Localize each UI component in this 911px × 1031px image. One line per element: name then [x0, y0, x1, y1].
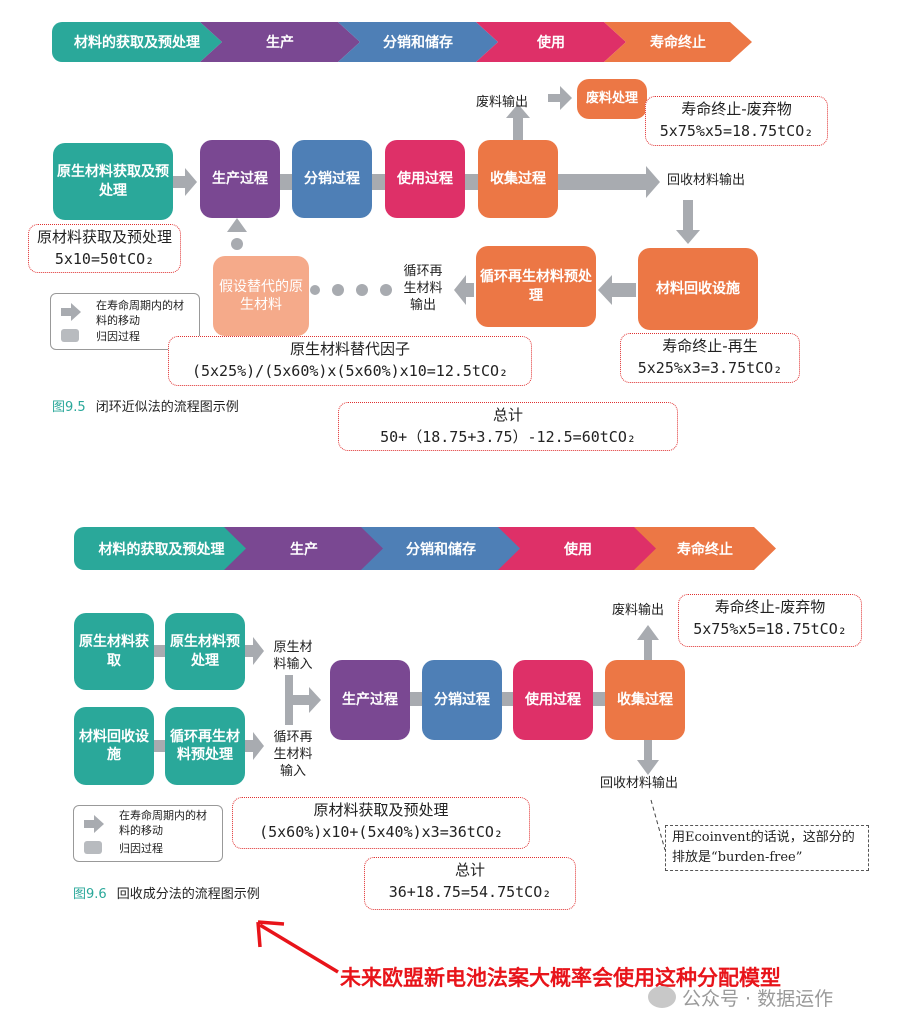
dot — [332, 284, 344, 296]
stage-distribution: 分销和储存 — [338, 22, 498, 62]
calc-title: 寿命终止-废弃物 — [714, 598, 826, 616]
figure-caption: 图9.5 闭环近似法的流程图示例 — [52, 396, 239, 415]
calc-title: 原材料获取及预处理 — [36, 228, 172, 246]
dot — [356, 284, 368, 296]
stage-production: 生产 — [224, 527, 384, 570]
arrow-recycled-output — [558, 166, 660, 198]
arrow-facility-to-preprocess — [598, 275, 636, 305]
distribution-box: 分销过程 — [292, 140, 372, 218]
dot — [380, 284, 392, 296]
calc-formula: 5x75%x5=18.75tCO₂ — [659, 121, 814, 140]
stage-end-of-life: 寿命终止 — [634, 527, 776, 570]
calc-title: 原材料获取及预处理 — [313, 801, 449, 819]
collection-box: 收集过程 — [605, 660, 685, 740]
calc-formula: 5x10=50tCO₂ — [54, 249, 155, 268]
calc-title: 总计 — [492, 406, 523, 424]
distribution-box: 分销过程 — [422, 660, 502, 740]
use-box: 使用过程 — [385, 140, 465, 218]
calc-eol-waste: 寿命终止-废弃物 5x75%x5=18.75tCO₂ — [678, 594, 862, 647]
waste-output-label: 废料输出 — [612, 603, 665, 618]
virgin-input-label: 原生材料输入 — [273, 640, 313, 672]
calc-total: 总计 50+（18.75+3.75）-12.5=60tCO₂ — [338, 402, 678, 451]
calc-title: 总计 — [454, 861, 485, 879]
recycled-material-output-label: 循环再生材料输出 — [403, 264, 443, 313]
virgin-preprocess-box: 原生材料预处理 — [165, 613, 245, 690]
legend-arrow-icon — [61, 303, 81, 342]
arrow-substitute-up — [227, 218, 247, 232]
calc-eol-waste: 寿命终止-废弃物 5x75%x5=18.75tCO₂ — [645, 96, 828, 146]
legend-attribution: 归因过程 — [96, 330, 140, 343]
arrow-down-to-facility — [676, 200, 700, 244]
calc-virgin: 原材料获取及预处理 (5x60%)x10+(5x40%)x3=36tCO₂ — [232, 797, 530, 849]
legend: 在寿命周期内的材料的移动 归因过程 — [73, 805, 223, 862]
calc-virgin: 原材料获取及预处理 5x10=50tCO₂ — [28, 224, 181, 273]
arrow-preprocess-left — [454, 275, 474, 305]
calc-title: 寿命终止-废弃物 — [681, 100, 792, 118]
virgin-acquisition-box: 原生材料获取 — [74, 613, 154, 690]
recycling-facility-box: 材料回收设施 — [638, 248, 758, 330]
recycled-preprocess-box: 循环再生材料预处理 — [476, 246, 596, 327]
dot — [231, 238, 243, 250]
annotation-text: 未来欧盟新电池法案大概率会使用这种分配模型 — [340, 966, 781, 990]
arrow-virgin-input — [245, 637, 264, 665]
recycled-output-label: 回收材料输出 — [600, 776, 679, 791]
arrow-recycled-down — [637, 740, 659, 775]
calc-formula: (5x25%)/(5x60%)x(5x60%)x10=12.5tCO₂ — [191, 361, 509, 380]
virgin-material-box: 原生材料获取及预处理 — [53, 143, 173, 220]
arrow-waste-up — [637, 625, 659, 660]
calc-formula: 50+（18.75+3.75）-12.5=60tCO₂ — [380, 427, 636, 446]
legend-move: 在寿命周期内的材料的移动 — [96, 299, 184, 327]
calc-formula: 5x25%x3=3.75tCO₂ — [637, 358, 783, 377]
arrow-waste-right — [548, 86, 572, 110]
recycled-output-label: 回收材料输出 — [667, 173, 746, 188]
legend-arrow-icon — [84, 815, 104, 854]
wechat-icon — [648, 986, 676, 1008]
arrow-virgin-to-production — [173, 168, 197, 196]
recycling-facility-box: 材料回收设施 — [74, 707, 154, 785]
calc-total: 总计 36+18.75=54.75tCO₂ — [364, 857, 576, 910]
caption-text: 回收成分法的流程图示例 — [116, 887, 260, 902]
calc-title: 寿命终止-再生 — [662, 337, 758, 355]
legend-move: 在寿命周期内的材料的移动 — [119, 809, 207, 837]
lifecycle-stage-banner: 材料的获取及预处理 生产 分销和储存 使用 寿命终止 — [52, 22, 752, 62]
lifecycle-stage-banner: 材料的获取及预处理 生产 分销和储存 使用 寿命终止 — [74, 527, 776, 570]
arrow-recycled-input — [245, 732, 264, 760]
burden-free-note: 用Ecoinvent的话说，这部分的排放是“burden-free” — [665, 825, 869, 871]
dot — [310, 285, 320, 295]
substitute-material-box: 假设替代的原生材料 — [213, 256, 309, 336]
stage-use: 使用 — [498, 527, 658, 570]
caption-number: 图9.6 — [73, 887, 107, 902]
figure-caption: 图9.6 回收成分法的流程图示例 — [73, 883, 260, 902]
production-box: 生产过程 — [330, 660, 410, 740]
arrow-merge — [285, 675, 321, 725]
stage-acquisition: 材料的获取及预处理 — [52, 22, 222, 62]
use-box: 使用过程 — [513, 660, 593, 740]
collection-box: 收集过程 — [478, 140, 558, 218]
calc-eol-recycle: 寿命终止-再生 5x25%x3=3.75tCO₂ — [620, 333, 800, 383]
recycled-preprocess-box: 循环再生材料预处理 — [165, 707, 245, 785]
waste-treatment-box: 废料处理 — [577, 79, 647, 119]
calc-formula: 5x75%x5=18.75tCO₂ — [693, 619, 847, 638]
stage-distribution: 分销和储存 — [361, 527, 521, 570]
stage-acquisition: 材料的获取及预处理 — [74, 527, 249, 570]
recycled-input-label: 循环再生材料输入 — [273, 730, 313, 779]
watermark: 公众号 · 数据运作 — [682, 988, 834, 1010]
caption-number: 图9.5 — [52, 400, 86, 415]
note-leader-line — [650, 799, 666, 851]
calc-formula: (5x60%)x10+(5x40%)x3=36tCO₂ — [259, 822, 503, 841]
legend-attribution: 归因过程 — [119, 842, 163, 855]
calc-substitution: 原生材料替代因子 (5x25%)/(5x60%)x(5x60%)x10=12.5t… — [168, 336, 532, 386]
calc-formula: 36+18.75=54.75tCO₂ — [388, 882, 552, 901]
calc-title: 原生材料替代因子 — [289, 340, 410, 358]
waste-output-label: 废料输出 — [476, 95, 529, 110]
stage-use: 使用 — [476, 22, 626, 62]
stage-production: 生产 — [200, 22, 360, 62]
red-arrow — [256, 920, 339, 974]
stage-end-of-life: 寿命终止 — [604, 22, 752, 62]
production-box: 生产过程 — [200, 140, 280, 218]
caption-text: 闭环近似法的流程图示例 — [95, 400, 239, 415]
